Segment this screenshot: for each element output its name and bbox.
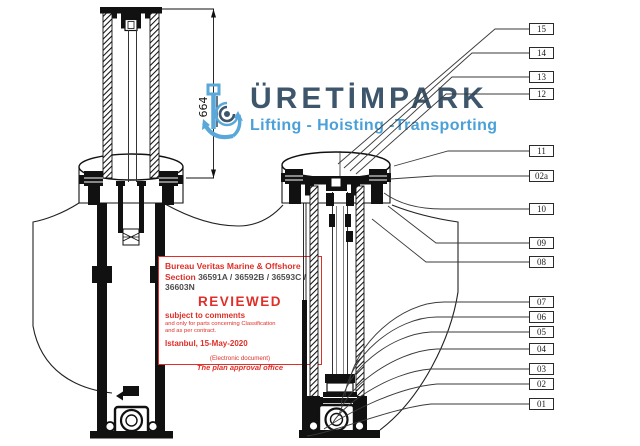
stamp-line2: and only for parts concerning Classifica… — [165, 321, 276, 327]
callout-07: 07 — [529, 296, 554, 308]
stamp-office: The plan approval office — [196, 363, 284, 372]
stamp-place-date: Istanbul, 15-May-2020 — [165, 339, 248, 348]
leader-line-08 — [371, 218, 529, 263]
callout-05: 05 — [529, 326, 554, 338]
dimension-label: 664 — [197, 97, 210, 118]
stamp-section-label: Section — [165, 272, 196, 282]
stamp-status: REVIEWED — [197, 294, 282, 309]
leader-line-02a — [389, 175, 529, 180]
stamp-section-numbers: 36591A / 36592B / 36593C / 36603N — [165, 272, 306, 292]
callout-15: 15 — [529, 23, 554, 35]
callout-10: 10 — [529, 203, 554, 215]
callout-02a: 02a — [529, 170, 554, 182]
callout-14: 14 — [529, 47, 554, 59]
right-piston-rod — [316, 192, 357, 406]
leader-line-11 — [393, 150, 529, 167]
left-bearing-base — [90, 405, 173, 439]
stamp-header: Bureau Veritas Marine & Offshore — [165, 261, 301, 271]
callout-01: 01 — [529, 398, 554, 410]
callout-12: 12 — [529, 88, 554, 100]
left-pedestal-outline — [32, 202, 284, 394]
leader-line-09 — [387, 205, 529, 244]
stamp-line3: and as per contract. — [165, 328, 217, 334]
logo-subtitle: Lifting - Hoisting -Transporting — [250, 116, 498, 134]
leader-lines — [306, 28, 529, 437]
callout-11: 11 — [529, 145, 554, 157]
leader-line-02 — [323, 383, 529, 430]
leader-line-07 — [348, 301, 529, 385]
leader-line-12 — [355, 93, 529, 175]
callout-09: 09 — [529, 237, 554, 249]
leader-line-13 — [349, 76, 529, 172]
left-flange-bolts — [79, 171, 183, 205]
callout-06: 06 — [529, 311, 554, 323]
leader-line-01 — [306, 403, 529, 437]
stamp-note: (Electronic document) — [209, 355, 271, 362]
right-flange-bolts — [281, 169, 391, 204]
anchor-icon — [202, 83, 243, 140]
leader-line-10 — [383, 192, 529, 210]
stamp-line1: subject to comments — [165, 311, 246, 320]
logo-title: ÜRETİMPARK — [250, 82, 488, 115]
right-top-assembly — [294, 176, 378, 196]
bureau-veritas-stamp: Bureau Veritas Marine & Offshore Section… — [158, 256, 322, 372]
leader-line-04 — [338, 348, 529, 417]
callout-03: 03 — [529, 363, 554, 375]
leader-line-15 — [337, 28, 529, 165]
leader-line-03 — [331, 368, 529, 426]
callout-13: 13 — [529, 71, 554, 83]
leader-line-05 — [340, 331, 529, 407]
callout-04: 04 — [529, 343, 554, 355]
callout-02: 02 — [529, 378, 554, 390]
uretimpark-logo: ÜRETİMPARK Lifting - Hoisting -Transport… — [200, 83, 497, 147]
stamp-section: Section 36591A / 36592B / 36593C / 36603… — [165, 272, 315, 292]
leader-line-14 — [343, 52, 529, 169]
right-pedestal-outline — [379, 204, 459, 431]
leader-line-06 — [344, 316, 529, 397]
left-inner-piston — [116, 181, 146, 401]
callout-08: 08 — [529, 256, 554, 268]
left-cylinder — [100, 7, 162, 182]
